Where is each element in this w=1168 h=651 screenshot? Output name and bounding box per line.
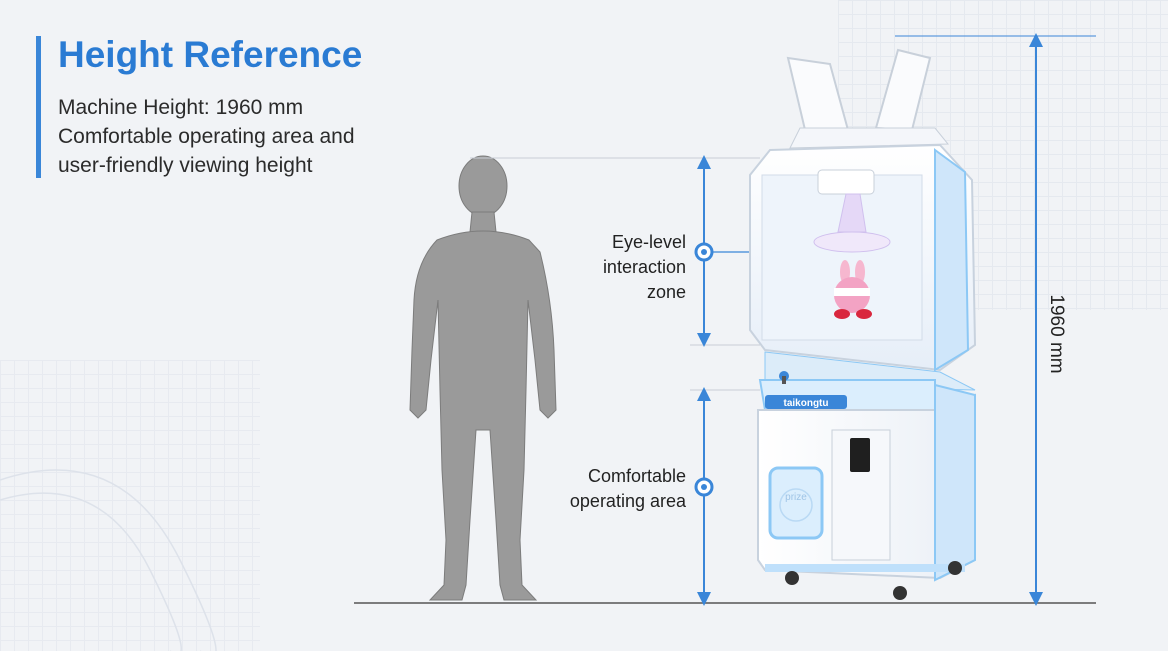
description-line-3: user-friendly viewing height <box>58 154 313 177</box>
operating-area-label-line-1: Comfortable <box>587 466 686 486</box>
claw-machine: taikongtu prize <box>749 48 977 600</box>
description-line-2: Comfortable operating area and <box>58 125 355 148</box>
description-line-1: Machine Height: 1960 mm <box>58 96 304 119</box>
operating-area-label: Comfortable operating area <box>570 464 686 514</box>
eye-level-label: Eye-level interaction zone <box>603 230 686 305</box>
prize-door <box>768 466 824 540</box>
background-grid-bottom-left <box>0 360 260 651</box>
page-title: Height Reference <box>58 34 363 75</box>
prize-door-label: prize <box>785 492 807 503</box>
coin-slot <box>850 438 870 472</box>
page-description: Machine Height: 1960 mm Comfortable oper… <box>58 93 355 180</box>
operating-area-label-line-2: operating area <box>569 491 686 511</box>
plush-toy <box>834 260 872 319</box>
machine-brand-text: taikongtu <box>784 398 829 409</box>
wheel-left <box>785 571 799 585</box>
wheel-right <box>948 561 962 575</box>
total-height-label: 1960 mm <box>1046 294 1067 374</box>
machine-wing-left <box>786 56 850 136</box>
eye-level-label-line-2: interaction <box>602 257 686 277</box>
eye-level-label-line-1: Eye-level <box>611 232 686 252</box>
machine-wing-right <box>874 48 932 132</box>
claw-head <box>813 231 891 253</box>
decorative-arcs <box>0 469 217 651</box>
title-accent-bar <box>36 36 41 178</box>
eye-level-label-line-3: zone <box>646 282 686 302</box>
human-silhouette <box>409 155 557 601</box>
wheel-mid <box>893 586 907 600</box>
